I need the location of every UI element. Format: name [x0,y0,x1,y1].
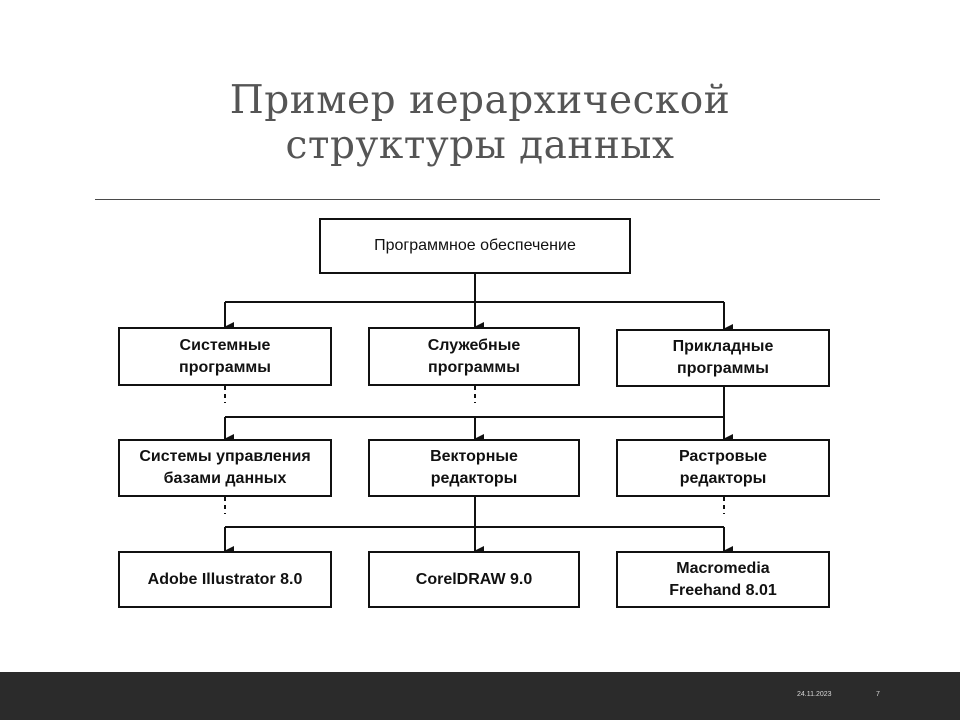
node-dbms: Системы управления базами данных [118,439,332,497]
node-adobe-illustrator: Adobe Illustrator 8.0 [118,551,332,608]
footer-bar [0,672,960,720]
node-root: Программное обеспечение [319,218,631,274]
node-vector-editors: Векторные редакторы [368,439,580,497]
node-coreldraw-label: CorelDRAW 9.0 [415,570,533,588]
node-application-programs: Прикладные программы [616,329,830,387]
node-coreldraw: CorelDRAW 9.0 [368,551,580,608]
node-dbms-label: Системы управления базами данных [139,448,311,487]
node-adobe-illustrator-label: Adobe Illustrator 8.0 [147,570,303,588]
footer-date: 24.11.2023 [797,691,832,698]
node-system-programs-label: Системные программы [179,336,271,376]
node-raster-editors: Растровые редакторы [616,439,830,497]
slide-title-line1: Пример иерархической [229,78,731,123]
node-raster-editors-label: Растровые редакторы [678,448,768,487]
node-root-label: Программное обеспечение [374,237,576,254]
footer-page-number: 7 [876,691,880,698]
node-application-programs-label: Прикладные программы [672,338,774,377]
node-vector-editors-label: Векторные редакторы [430,448,518,487]
node-macromedia-freehand: Macromedia Freehand 8.01 [616,551,830,608]
node-macromedia-freehand-label: Macromedia Freehand 8.01 [669,559,777,599]
node-system-programs: Системные программы [118,327,332,386]
node-utility-programs-label: Служебные программы [427,336,521,376]
title-divider [95,199,880,200]
slide-title: Пример иерархической структуры данных [0,78,960,168]
slide-title-line2: структуры данных [285,123,675,168]
node-utility-programs: Служебные программы [368,327,580,386]
